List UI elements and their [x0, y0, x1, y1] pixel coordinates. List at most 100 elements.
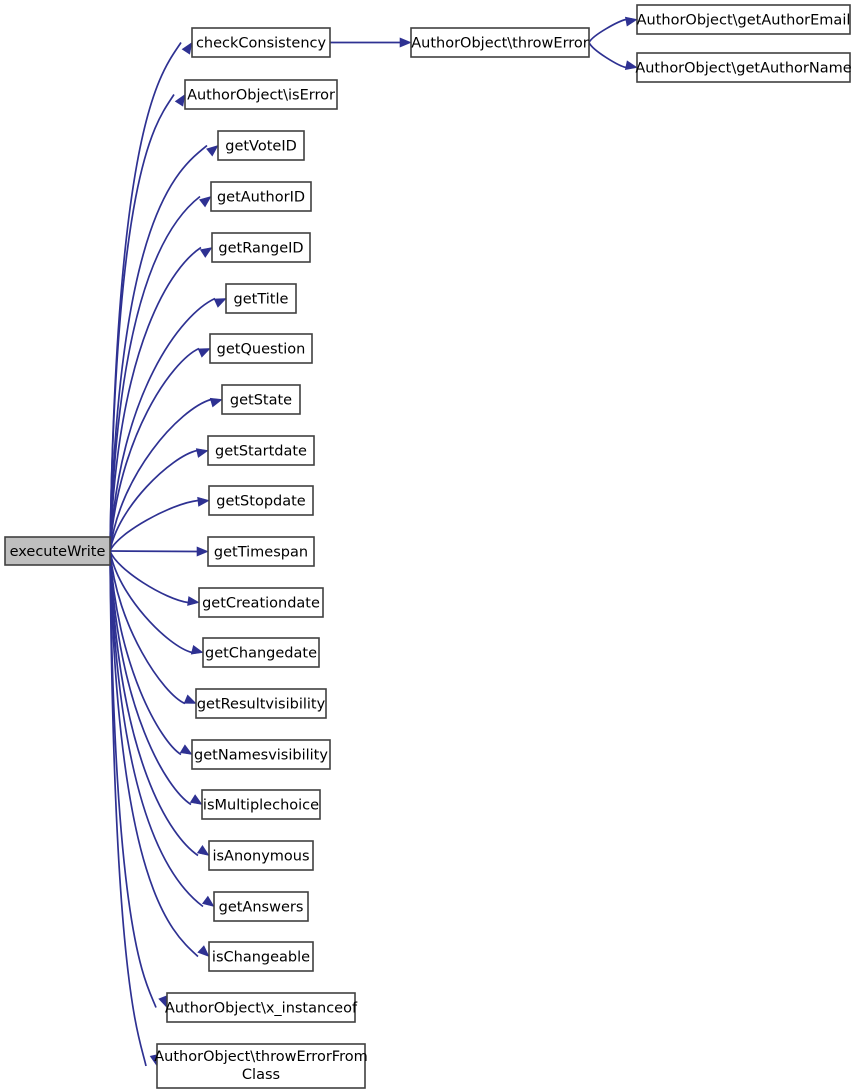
node-box[interactable]: [410, 27, 590, 58]
node-label: getState: [230, 393, 292, 409]
call-edge-line: [109, 297, 216, 552]
graph-node-getTimespan[interactable]: getTimespan: [207, 536, 315, 567]
node-box[interactable]: [207, 435, 315, 466]
call-edge-line: [109, 550, 186, 705]
node-box[interactable]: [208, 840, 314, 871]
graph-node-isMultiplechoice[interactable]: isMultiplechoice: [201, 789, 321, 820]
call-edge: [109, 144, 219, 552]
node-box[interactable]: [191, 27, 331, 58]
graph-node-getTitle[interactable]: getTitle: [225, 283, 297, 314]
node-box[interactable]: [166, 992, 356, 1023]
call-edge-arrowhead: [213, 298, 227, 308]
graph-node-executeWrite[interactable]: executeWrite: [4, 536, 111, 566]
graph-node-getCreationdate[interactable]: getCreationdate: [198, 587, 324, 618]
call-edge-line: [109, 42, 182, 552]
graph-node-getChangedate[interactable]: getChangedate: [202, 637, 320, 668]
node-label: getQuestion: [217, 342, 306, 358]
call-edge-line: [109, 550, 199, 857]
node-box[interactable]: [202, 637, 320, 668]
graph-node-getAuthorID[interactable]: getAuthorID: [210, 181, 312, 212]
call-edge-line: [109, 550, 147, 1067]
node-box[interactable]: [636, 52, 851, 83]
call-edge-arrowhead: [199, 247, 213, 258]
node-label: getResultvisibility: [197, 697, 326, 713]
call-edge-arrowhead: [209, 397, 223, 408]
graph-node-getStopdate[interactable]: getStopdate: [208, 485, 314, 516]
node-box[interactable]: [221, 384, 301, 415]
call-edge-line: [109, 195, 201, 552]
graph-node-throwError[interactable]: AuthorObject\throwError: [410, 27, 590, 58]
node-box[interactable]: [207, 536, 315, 567]
graph-node-getStartdate[interactable]: getStartdate: [207, 435, 315, 466]
graph-node-getAuthorName[interactable]: AuthorObject\getAuthorName: [635, 52, 852, 83]
call-edge: [109, 550, 210, 958]
call-edge-arrowhead: [187, 596, 200, 606]
call-edge-line: [109, 499, 199, 552]
graph-node-getAnswers[interactable]: getAnswers: [213, 891, 309, 922]
graph-node-isChangeable[interactable]: isChangeable: [208, 941, 314, 972]
graph-node-isAnonymous[interactable]: isAnonymous: [208, 840, 314, 871]
node-box[interactable]: [211, 232, 311, 263]
graph-node-getVoteID[interactable]: getVoteID: [217, 130, 305, 161]
node-label: getCreationdate: [202, 596, 320, 612]
graph-node-isError[interactable]: AuthorObject\isError: [184, 79, 338, 110]
node-box[interactable]: [210, 181, 312, 212]
call-edge-arrowhead: [197, 496, 210, 507]
node-box[interactable]: [636, 4, 851, 35]
call-edge: [109, 546, 209, 557]
node-box[interactable]: [208, 485, 314, 516]
node-box[interactable]: [195, 688, 327, 719]
node-label: getTimespan: [214, 545, 308, 561]
node-label: getStartdate: [215, 444, 307, 460]
node-label: isAnonymous: [212, 849, 309, 865]
graph-node-checkConsistency[interactable]: checkConsistency: [191, 27, 331, 58]
call-edge-line: [109, 94, 175, 552]
call-edge-line: [109, 550, 182, 756]
node-box[interactable]: [209, 333, 313, 364]
node-label: getStopdate: [216, 494, 306, 510]
node-box[interactable]: [156, 1043, 366, 1089]
graph-node-getState[interactable]: getState: [221, 384, 301, 415]
call-edge-line: [109, 550, 189, 604]
graph-node-getRangeID[interactable]: getRangeID: [211, 232, 311, 263]
call-edge: [109, 297, 227, 552]
call-edge-arrowhead: [195, 448, 209, 458]
call-edge-arrowhead: [196, 845, 210, 856]
node-box[interactable]: [198, 587, 324, 618]
node-label: getRangeID: [218, 241, 303, 257]
call-edge-line: [109, 449, 198, 552]
graph-node-getResultvisibility[interactable]: getResultvisibility: [195, 688, 327, 719]
graph-node-x_instanceof[interactable]: AuthorObject\x_instanceof: [165, 992, 358, 1023]
node-box[interactable]: [4, 536, 111, 566]
node-box[interactable]: [191, 739, 331, 770]
node-label: getAuthorID: [217, 190, 305, 206]
node-box[interactable]: [213, 891, 309, 922]
node-box[interactable]: [225, 283, 297, 314]
graph-node-getQuestion[interactable]: getQuestion: [209, 333, 313, 364]
edges-layer: [109, 16, 638, 1067]
call-edge-arrowhead: [183, 694, 197, 704]
graph-node-getNamesvisibility[interactable]: getNamesvisibility: [191, 739, 331, 770]
call-edge: [109, 397, 223, 552]
call-edge-line: [588, 42, 627, 69]
node-box[interactable]: [184, 79, 338, 110]
node-label: AuthorObject\throwError: [411, 36, 589, 52]
call-edge: [109, 550, 215, 908]
call-edge-line: [109, 550, 204, 908]
call-edge-arrowhead: [174, 93, 186, 107]
call-edge-line: [109, 398, 212, 552]
call-edge-arrowhead: [197, 348, 211, 358]
call-edge: [109, 195, 212, 552]
call-edge-line: [109, 550, 199, 958]
node-box[interactable]: [208, 941, 314, 972]
call-edge: [109, 550, 200, 606]
graph-node-getAuthorEmail[interactable]: AuthorObject\getAuthorEmail: [636, 4, 851, 35]
call-edge-arrowhead: [624, 16, 638, 27]
node-box[interactable]: [217, 130, 305, 161]
call-edge-arrowhead: [196, 546, 209, 557]
node-box[interactable]: [201, 789, 321, 820]
node-label: getChangedate: [205, 646, 317, 662]
node-label: isMultiplechoice: [203, 798, 319, 814]
